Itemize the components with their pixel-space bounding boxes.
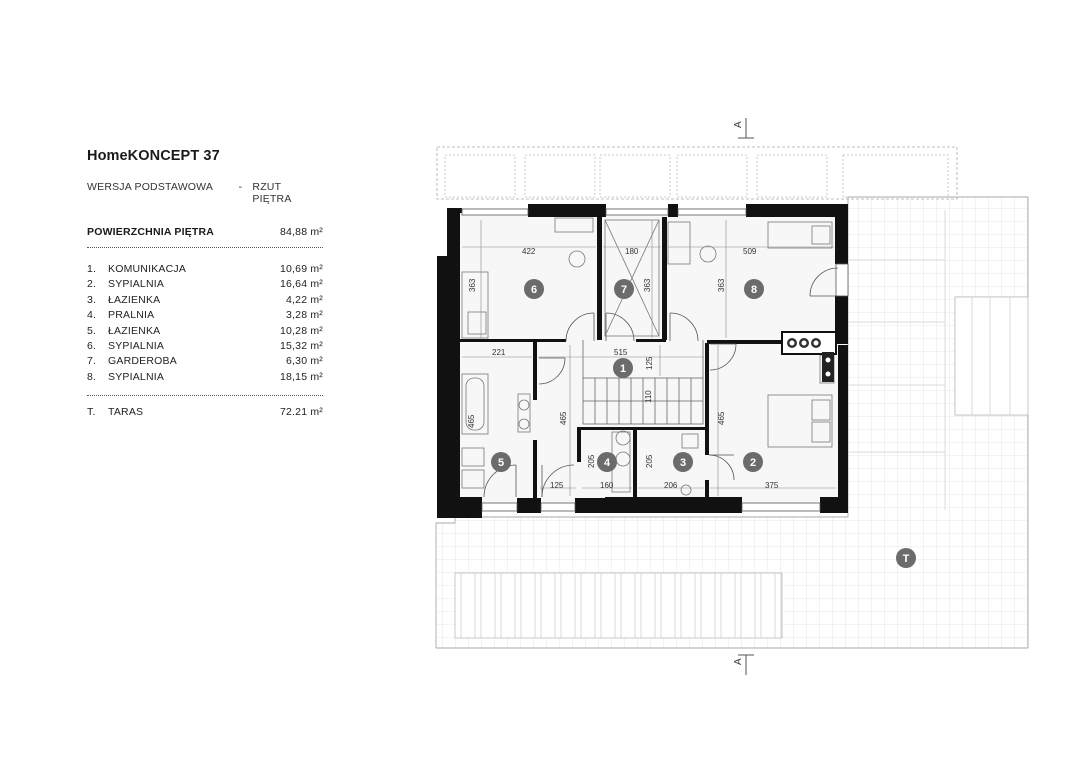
svg-text:160: 160 bbox=[600, 481, 614, 490]
windows bbox=[461, 208, 849, 512]
subtitle: WERSJA PODSTAWOWA - RZUT PIĘTRA bbox=[87, 181, 323, 205]
svg-text:125: 125 bbox=[645, 356, 654, 370]
svg-text:205: 205 bbox=[645, 454, 654, 468]
svg-text:180: 180 bbox=[625, 247, 639, 256]
room-label-6: 6 bbox=[524, 279, 544, 299]
floor-area bbox=[447, 208, 840, 510]
svg-text:A: A bbox=[733, 121, 744, 128]
dotted-divider bbox=[87, 395, 323, 397]
svg-text:363: 363 bbox=[717, 278, 726, 292]
svg-text:465: 465 bbox=[467, 414, 476, 428]
svg-text:509: 509 bbox=[743, 247, 757, 256]
floor-area-label: POWIERZCHNIA PIĘTRA bbox=[87, 226, 215, 238]
svg-text:363: 363 bbox=[643, 278, 652, 292]
svg-text:465: 465 bbox=[559, 411, 568, 425]
room-label-8: 8 bbox=[744, 279, 764, 299]
svg-text:3: 3 bbox=[680, 457, 686, 469]
svg-text:A: A bbox=[733, 658, 744, 665]
room-label-3: 3 bbox=[673, 452, 693, 472]
svg-text:4: 4 bbox=[604, 457, 611, 469]
svg-text:221: 221 bbox=[492, 348, 506, 357]
exterior-walls bbox=[437, 204, 848, 518]
project-title: HomeKONCEPT 37 bbox=[87, 148, 220, 164]
room-labels: 1 2 3 4 5 6 7 8 T bbox=[491, 279, 916, 568]
svg-text:375: 375 bbox=[765, 481, 779, 490]
svg-text:110: 110 bbox=[644, 390, 653, 403]
floor-area-value: 84,88 m² bbox=[279, 226, 323, 238]
dimension-labels: 422 180 509 363 363 363 221 515 125 465 … bbox=[467, 247, 779, 490]
svg-text:2: 2 bbox=[750, 457, 756, 469]
stairs bbox=[582, 340, 704, 425]
svg-text:T: T bbox=[903, 553, 910, 565]
svg-text:363: 363 bbox=[468, 278, 477, 292]
dimension-lines bbox=[462, 220, 836, 496]
svg-text:6: 6 bbox=[531, 284, 537, 296]
version-label: WERSJA PODSTAWOWA bbox=[87, 181, 214, 193]
subtitle-separator: - bbox=[238, 181, 243, 193]
section-mark-top: A bbox=[733, 118, 754, 139]
room-label-1: 1 bbox=[613, 358, 633, 378]
svg-text:465: 465 bbox=[717, 411, 726, 425]
room-label-terrace: T bbox=[896, 548, 916, 568]
fireplace-icon bbox=[822, 352, 834, 382]
doors bbox=[483, 267, 839, 498]
view-label: RZUT PIĘTRA bbox=[252, 181, 292, 205]
info-panel: HomeKONCEPT 37 WERSJA PODSTAWOWA - RZUT … bbox=[87, 148, 323, 421]
svg-text:1: 1 bbox=[620, 363, 626, 375]
roof-panels bbox=[444, 154, 949, 198]
furniture bbox=[461, 217, 835, 496]
section-mark-bottom: A bbox=[733, 654, 754, 675]
room-label-4: 4 bbox=[597, 452, 617, 472]
svg-text:205: 205 bbox=[587, 454, 596, 468]
floor-area-total: POWIERZCHNIA PIĘTRA 84,88 m² bbox=[87, 226, 323, 238]
svg-text:422: 422 bbox=[522, 247, 536, 256]
roof-outline bbox=[436, 146, 958, 200]
room-label-7: 7 bbox=[614, 279, 634, 299]
svg-text:206: 206 bbox=[664, 481, 678, 490]
stove-burners-icon bbox=[781, 331, 837, 355]
svg-text:8: 8 bbox=[751, 284, 757, 296]
svg-text:125: 125 bbox=[550, 481, 564, 490]
terrace bbox=[435, 196, 1029, 649]
room-label-2: 2 bbox=[743, 452, 763, 472]
room-label-5: 5 bbox=[491, 452, 511, 472]
dotted-divider bbox=[87, 247, 323, 248]
svg-text:5: 5 bbox=[498, 457, 504, 469]
svg-text:7: 7 bbox=[621, 284, 627, 296]
interior-walls bbox=[460, 217, 838, 498]
svg-text:515: 515 bbox=[614, 348, 628, 357]
